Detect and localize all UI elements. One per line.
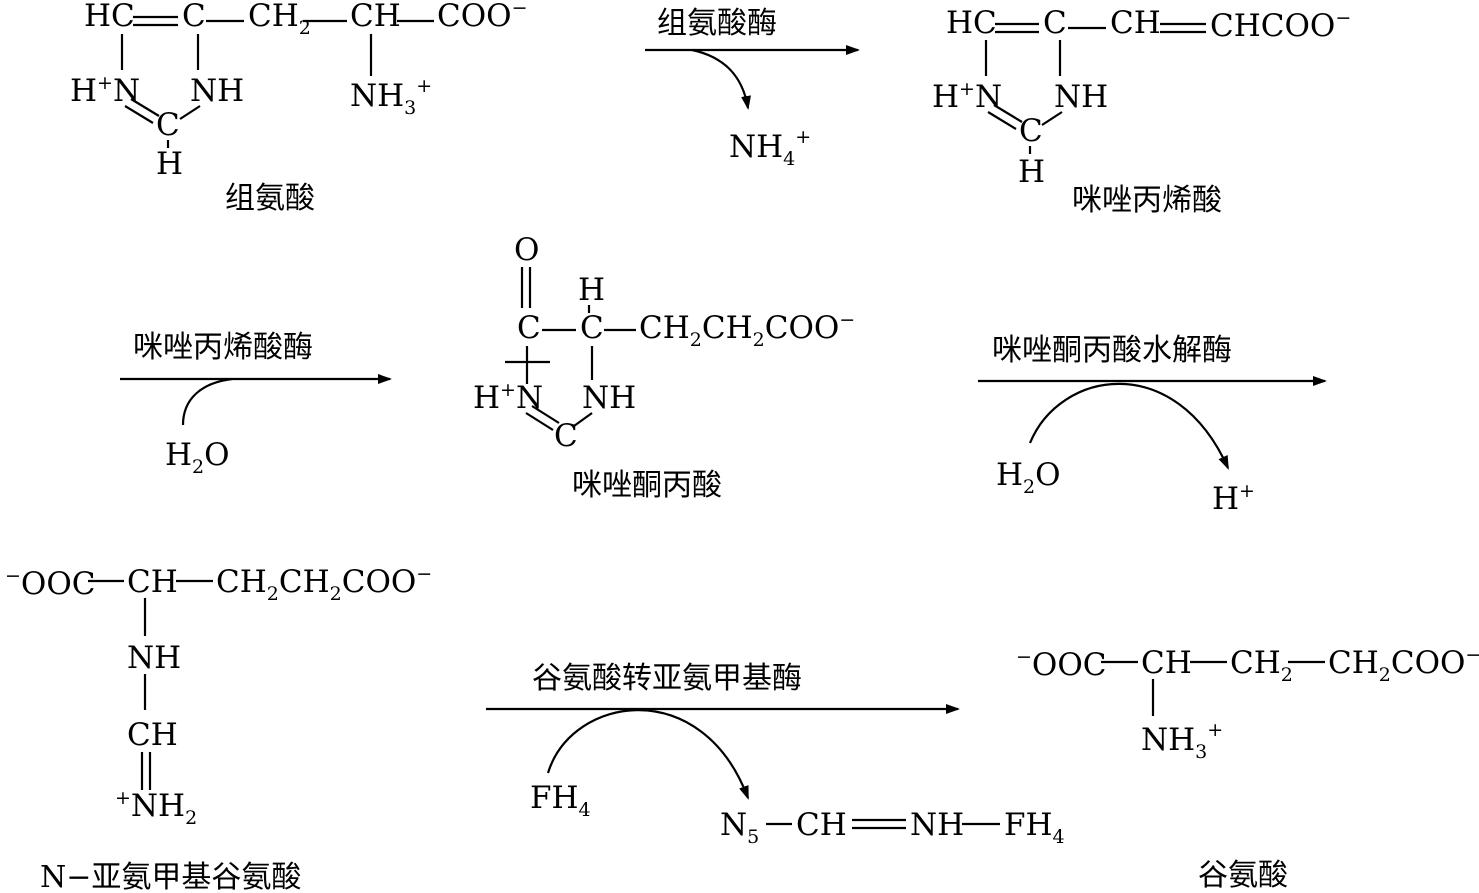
bond bbox=[124, 105, 154, 124]
glutamate-structure: −OOC CH CH2 CH2COO− NH3+ 谷氨酸 bbox=[1016, 644, 1479, 893]
imidazolone-chain: CH2CH2COO− bbox=[639, 309, 855, 351]
reaction-2-enzyme: 咪唑丙烯酸酶 bbox=[133, 330, 313, 365]
imidazolonepropionate-structure: O H C C CH2CH2COO− H+N NH C 咪唑酮丙酸 bbox=[473, 232, 855, 503]
imidazolone-hn: H+N bbox=[473, 379, 543, 416]
histidine-ring-c: C bbox=[156, 107, 180, 143]
bond bbox=[573, 412, 593, 427]
reaction-4-enzyme: 谷氨酸转亚氨甲基酶 bbox=[532, 661, 802, 696]
histidine-ring-h: H bbox=[156, 146, 183, 182]
urocanate-chcoo: CHCOO− bbox=[1210, 7, 1351, 44]
bond bbox=[987, 111, 1017, 130]
reaction-3-proton: H+ bbox=[1212, 480, 1255, 517]
glutamate-nh3: NH3+ bbox=[1141, 719, 1223, 763]
histidine-ch2: CH2 bbox=[248, 0, 311, 39]
urocanate-ch: CH bbox=[1110, 5, 1161, 41]
glutamate-ooc: −OOC bbox=[1016, 646, 1106, 683]
imidazolone-c2: C bbox=[580, 310, 604, 346]
urocanate-ring-c: C bbox=[1019, 113, 1043, 149]
histidine-nh: NH bbox=[190, 73, 244, 109]
histidine-structure: HC C CH2 CH COO− NH3+ H+N NH C H 组氨酸 bbox=[70, 0, 527, 216]
reaction-3-enzyme: 咪唑酮丙酸水解酶 bbox=[992, 333, 1232, 368]
urocanate-hn: H+N bbox=[932, 78, 1002, 115]
imidazolonepropionate-name: 咪唑酮丙酸 bbox=[572, 468, 722, 503]
histidine-ch: CH bbox=[350, 0, 401, 34]
formimino-ch: CH bbox=[127, 564, 178, 600]
histidine-nh3: NH3+ bbox=[350, 75, 432, 119]
imidazolone-ring-c: C bbox=[554, 418, 578, 454]
reaction-4-curved-arrow bbox=[546, 709, 750, 800]
formimino-ooc: −OOC bbox=[5, 565, 95, 602]
reaction-3-water: H2O bbox=[996, 457, 1061, 498]
urocanate-structure: HC C CH CHCOO− H+N NH C H 咪唑丙烯酸 bbox=[932, 5, 1351, 218]
formimino-nh2: +NH2 bbox=[115, 787, 197, 829]
reaction-1: 组氨酸酶 NH4+ bbox=[645, 6, 860, 170]
reaction-3: 咪唑酮丙酸水解酶 H2O H+ bbox=[978, 333, 1327, 517]
formiminoglutamate-structure: −OOC CH CH2CH2COO− NH CH +NH2 N−亚氨甲基谷氨酸 bbox=[5, 563, 432, 893]
formimino-chain: CH2CH2COO− bbox=[216, 563, 432, 605]
histidine-hc: HC bbox=[84, 0, 135, 34]
reaction-4-byproduct: N5 CH NH FH4 bbox=[720, 807, 1065, 848]
bond bbox=[179, 105, 201, 120]
reaction-2: 咪唑丙烯酸酶 H2O bbox=[120, 330, 392, 478]
byproduct-n5: N5 bbox=[720, 807, 759, 848]
bond bbox=[525, 412, 554, 431]
byproduct-nh: NH bbox=[910, 807, 964, 843]
reaction-1-product-nh4: NH4+ bbox=[729, 126, 811, 170]
formimino-ch-imine: CH bbox=[127, 717, 178, 753]
reaction-4-cofactor: FH4 bbox=[530, 780, 591, 821]
urocanate-c: C bbox=[1043, 5, 1067, 41]
imidazolone-c1: C bbox=[517, 310, 541, 346]
glutamate-chain: CH2COO− bbox=[1328, 644, 1479, 686]
imidazolone-o: O bbox=[514, 232, 539, 268]
histidine-hn: H+N bbox=[70, 72, 140, 109]
bond bbox=[531, 405, 560, 424]
bond bbox=[130, 98, 160, 117]
byproduct-fh4: FH4 bbox=[1004, 807, 1065, 848]
glutamate-ch: CH bbox=[1141, 645, 1192, 681]
urocanate-ring-h: H bbox=[1018, 154, 1045, 190]
glutamate-name: 谷氨酸 bbox=[1198, 858, 1288, 893]
bond bbox=[1041, 111, 1063, 126]
reaction-1-release-arrow bbox=[691, 48, 751, 110]
reaction-2-input-arc bbox=[181, 377, 233, 426]
formimino-nh: NH bbox=[127, 640, 181, 676]
histidine-coo: COO− bbox=[437, 0, 527, 34]
histidine-c: C bbox=[182, 0, 206, 34]
imidazolone-nh: NH bbox=[582, 380, 636, 416]
reaction-2-water: H2O bbox=[165, 437, 230, 478]
reaction-1-enzyme: 组氨酸酶 bbox=[657, 6, 777, 41]
urocanate-hc: HC bbox=[946, 5, 997, 41]
histidine-name: 组氨酸 bbox=[225, 181, 315, 216]
urocanate-name: 咪唑丙烯酸 bbox=[1072, 183, 1222, 218]
bond bbox=[993, 104, 1023, 123]
formiminoglutamate-name: N−亚氨甲基谷氨酸 bbox=[40, 860, 301, 893]
reaction-3-curved-arrow bbox=[1028, 382, 1230, 470]
byproduct-ch: CH bbox=[796, 807, 847, 843]
reaction-4: 谷氨酸转亚氨甲基酶 FH4 N5 CH NH FH4 bbox=[486, 661, 1065, 848]
urocanate-nh: NH bbox=[1054, 79, 1108, 115]
glutamate-ch2: CH2 bbox=[1230, 645, 1293, 686]
imidazolone-h: H bbox=[578, 272, 605, 308]
